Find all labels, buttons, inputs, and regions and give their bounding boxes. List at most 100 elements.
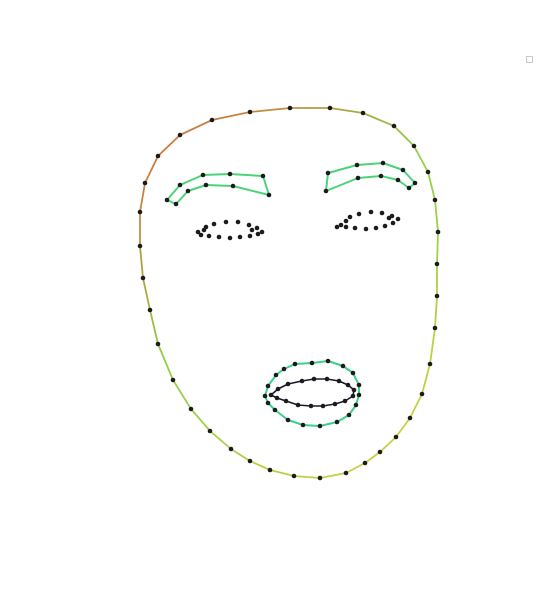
face-contour-point xyxy=(427,361,433,367)
face-contour-point xyxy=(287,105,293,111)
right-eye-point xyxy=(356,211,362,217)
right-eyebrow-point xyxy=(325,170,331,176)
mouth-inner-point xyxy=(308,403,314,409)
landmark-lines xyxy=(139,107,439,479)
face-contour-point xyxy=(434,293,440,299)
face-contour-point xyxy=(343,470,349,476)
right-eye-point xyxy=(363,226,369,232)
left-eye-point xyxy=(195,229,201,235)
mouth-outer-point xyxy=(346,412,352,418)
face-contour-point xyxy=(155,341,161,347)
small-square-icon xyxy=(526,56,533,63)
mouth-outer-point xyxy=(356,382,362,388)
face-contour-point xyxy=(228,446,234,452)
face-contour-line xyxy=(139,107,439,479)
mouth-outer-point xyxy=(334,419,340,425)
left-eyebrow-point xyxy=(203,182,209,188)
left-eyebrow-point xyxy=(164,197,170,203)
mouth-inner-point xyxy=(274,395,280,401)
left-eye-point xyxy=(255,231,261,237)
left-eye-point xyxy=(235,219,241,225)
mouth-outer-point xyxy=(262,393,268,399)
mouth-outer-point xyxy=(300,422,306,428)
mouth-outer-point xyxy=(309,360,315,366)
mouth-outer-point xyxy=(265,400,271,406)
mouth-inner-point xyxy=(345,382,351,388)
right-eyebrow-line xyxy=(325,162,416,192)
right-eyebrow-point xyxy=(354,162,360,168)
mouth-inner-point xyxy=(311,376,317,382)
mouth-outer-point xyxy=(340,363,346,369)
landmark-points xyxy=(137,105,441,481)
mouth-inner-point xyxy=(275,386,281,392)
left-eye-point xyxy=(249,227,255,233)
right-eye-point xyxy=(382,223,388,229)
mouth-outer-point xyxy=(325,358,331,364)
face-contour-point xyxy=(432,325,438,331)
mouth-outer-point xyxy=(272,407,278,413)
face-contour-point xyxy=(360,110,366,116)
mouth-inner-point xyxy=(299,378,305,384)
face-contour-point xyxy=(434,261,440,267)
right-eyebrow-point xyxy=(355,175,361,181)
mouth-outer-point xyxy=(292,361,298,367)
mouth-outer-point xyxy=(353,402,359,408)
face-contour-point xyxy=(137,243,143,249)
right-eye-point xyxy=(338,222,344,228)
mouth-outer-point xyxy=(350,370,356,376)
face-contour-point xyxy=(209,117,215,123)
mouth-inner-line xyxy=(270,378,355,407)
face-contour-point xyxy=(317,475,323,481)
right-eye-point xyxy=(386,215,392,221)
mouth-inner-point xyxy=(336,378,342,384)
right-eyebrow-point xyxy=(380,160,386,166)
mouth-inner-point xyxy=(332,401,338,407)
mouth-inner-point xyxy=(324,376,330,382)
left-eye-point xyxy=(246,222,252,228)
left-eye-point xyxy=(254,225,260,231)
face-contour-point xyxy=(407,415,413,421)
face-contour-point xyxy=(419,391,425,397)
right-eye-point xyxy=(390,220,396,226)
mouth-inner-point xyxy=(320,403,326,409)
face-contour-point xyxy=(377,449,383,455)
face-contour-point xyxy=(142,180,148,186)
mouth-outer-point xyxy=(285,417,291,423)
face-contour-point xyxy=(267,467,273,473)
mouth-outer-point xyxy=(273,372,279,378)
face-contour-point xyxy=(247,458,253,464)
mouth-inner-point xyxy=(283,398,289,404)
right-eye-point xyxy=(352,225,358,231)
face-contour-point xyxy=(140,275,146,281)
left-eye-point xyxy=(206,233,212,239)
left-eyebrow-point xyxy=(227,171,233,177)
face-contour-point xyxy=(177,132,183,138)
face-contour-point xyxy=(147,307,153,313)
left-eye-point xyxy=(247,233,253,239)
right-eye-point xyxy=(347,214,353,220)
mouth-inner-point xyxy=(285,381,291,387)
right-eye-point xyxy=(343,224,349,230)
mouth-inner-point xyxy=(351,387,357,393)
right-eyebrow-point xyxy=(395,177,401,183)
face-contour-point xyxy=(432,197,438,203)
face-contour-point xyxy=(425,169,431,175)
mouth-outer-point xyxy=(281,366,287,372)
face-contour-point xyxy=(155,153,161,159)
right-eyebrow-point xyxy=(323,188,329,194)
face-contour-point xyxy=(188,406,194,412)
right-eye-point xyxy=(373,225,379,231)
left-eye-point xyxy=(201,227,207,233)
right-eyebrow-point xyxy=(400,167,406,173)
face-contour-point xyxy=(291,473,297,479)
face-contour-point xyxy=(411,143,417,149)
face-contour-point xyxy=(247,109,253,115)
right-eye-point xyxy=(343,218,349,224)
face-contour-point xyxy=(207,428,213,434)
face-contour-point xyxy=(435,229,441,235)
face-contour-point xyxy=(393,434,399,440)
left-eye-point xyxy=(198,232,204,238)
face-contour-point xyxy=(362,460,368,466)
left-eye-point xyxy=(211,221,217,227)
